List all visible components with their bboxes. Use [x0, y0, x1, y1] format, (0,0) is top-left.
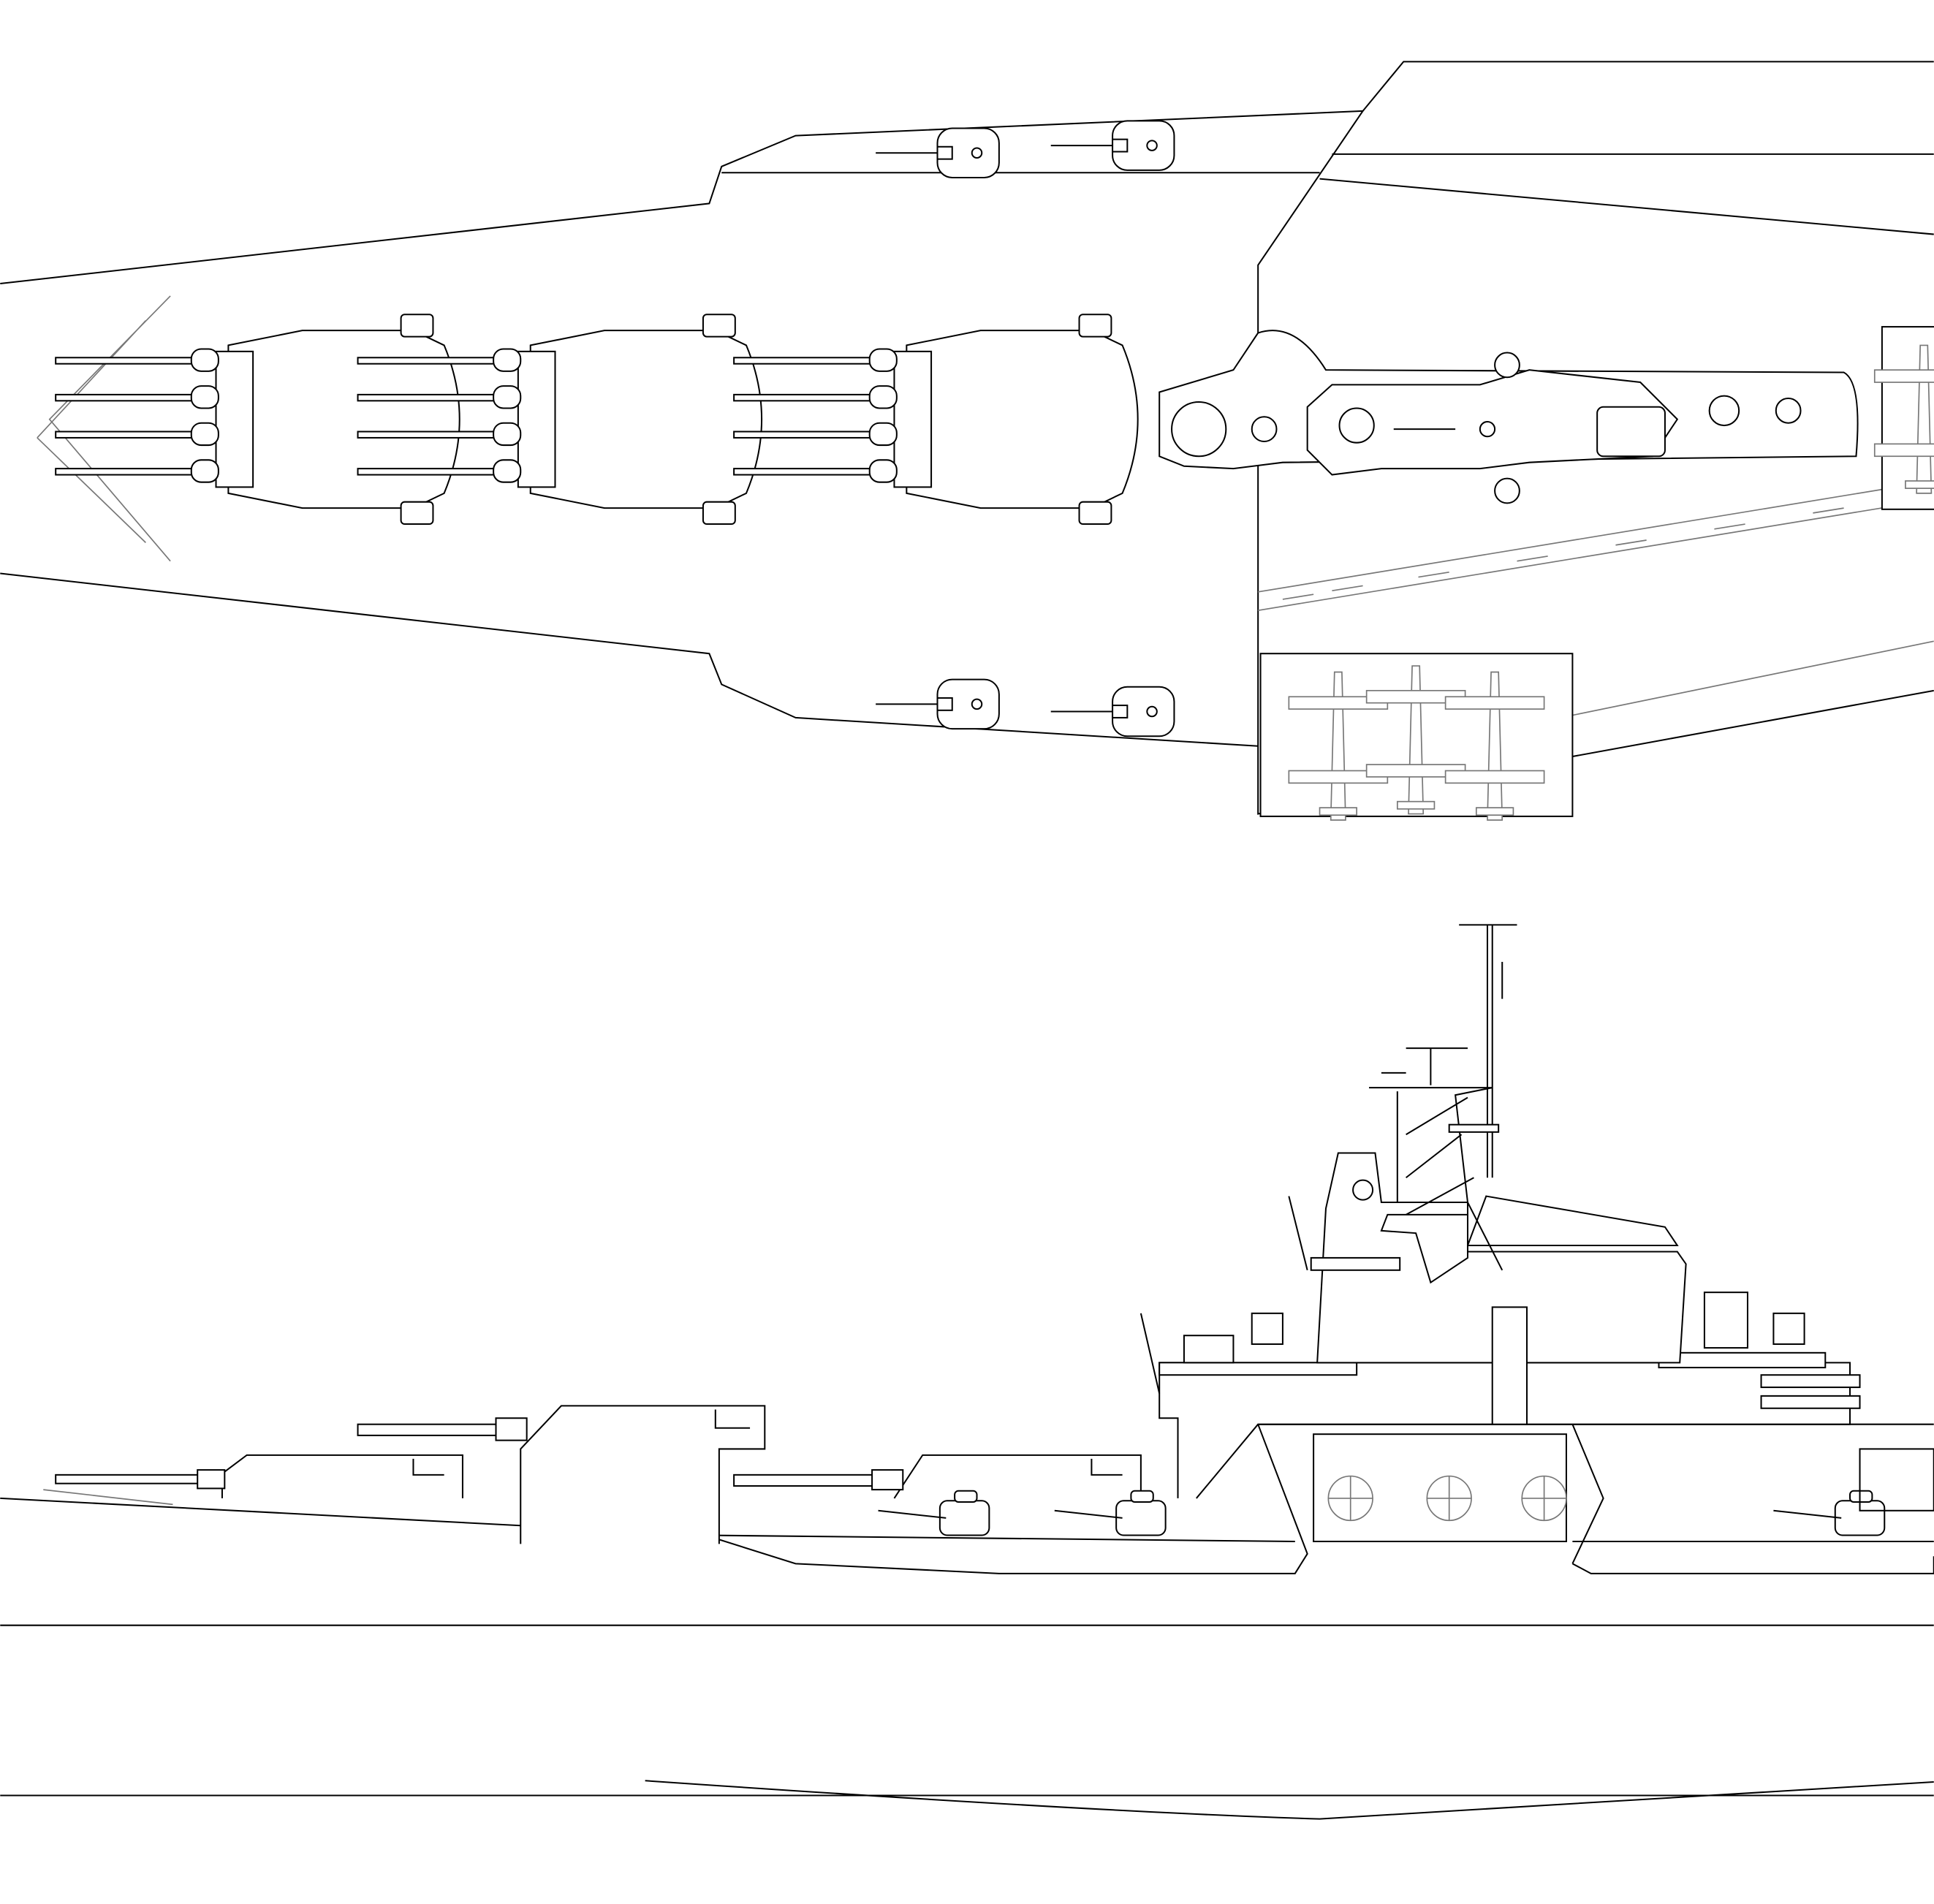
- secondary-turret: [1050, 686, 1175, 737]
- top-view: [0, 61, 1934, 821]
- aircraft-elevator: [1873, 326, 1934, 510]
- mast: [1369, 924, 1517, 1271]
- flight-deck-top: [1319, 61, 1934, 235]
- main-turret-3-top: [733, 314, 1139, 526]
- superstructure-side: [1158, 1152, 1861, 1499]
- secondary-turret: [875, 127, 1000, 178]
- main-turret-3-side: [733, 1454, 1142, 1499]
- secondary-turret: [1050, 120, 1175, 171]
- hull-outline-top: [0, 110, 1934, 815]
- bow-wave-lines: [37, 295, 171, 562]
- main-turret-1-side: [55, 1454, 463, 1498]
- main-turret-2-side: [357, 1405, 766, 1544]
- main-turret-1-top: [55, 314, 460, 526]
- bow-staff: [1139, 1196, 1308, 1394]
- deck-edge-markings: [1282, 507, 1844, 600]
- island-superstructure-top: [1158, 330, 1859, 504]
- side-view: [0, 924, 1934, 1820]
- hull-outline-side: [0, 1423, 1934, 1574]
- secondary-turret: [875, 678, 1000, 730]
- hangar-aircraft-area: [1259, 653, 1574, 821]
- hangar-side: [1313, 1433, 1934, 1542]
- secondary-turret-side: [1772, 1490, 1886, 1536]
- keel-line: [645, 1780, 1934, 1820]
